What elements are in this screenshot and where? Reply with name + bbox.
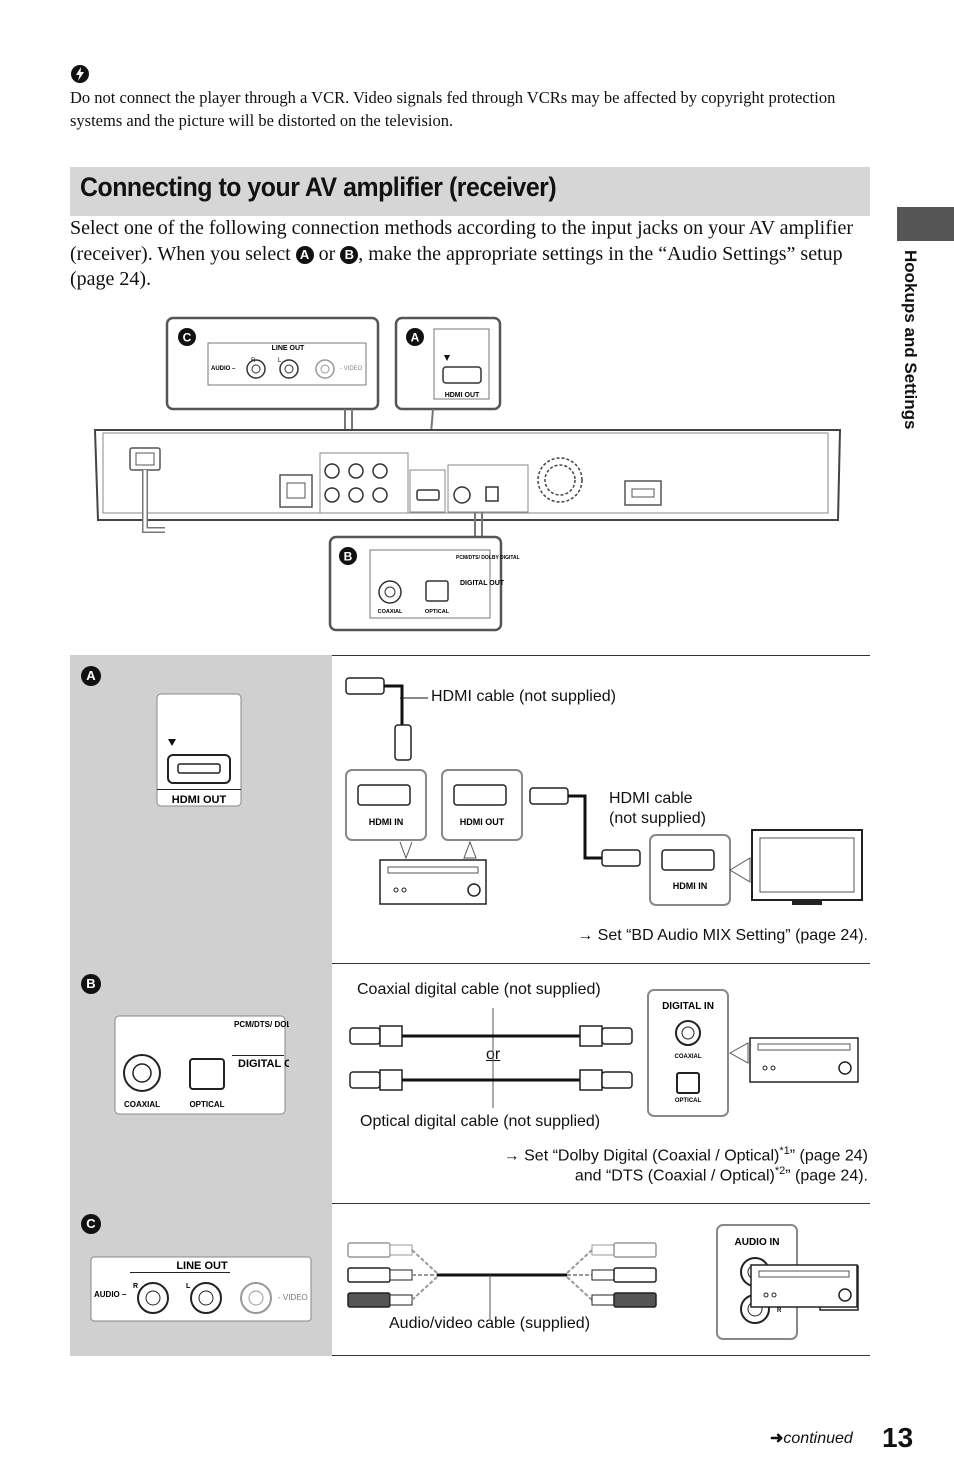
- svg-text:- VIDEO: - VIDEO: [340, 366, 363, 372]
- svg-text:AUDIO –: AUDIO –: [211, 366, 236, 372]
- row-b-setting-note-2: and “DTS (Coaxial / Optical)*2” (page 24…: [574, 1165, 868, 1185]
- svg-text:AUDIO –: AUDIO –: [94, 1290, 127, 1299]
- row-c-badge: C: [81, 1214, 101, 1234]
- mark-a: A: [295, 245, 314, 264]
- svg-text:COAXIAL: COAXIAL: [378, 609, 403, 615]
- row-divider: [70, 1203, 870, 1204]
- row-divider: [70, 963, 870, 964]
- row-b-badge: B: [81, 974, 101, 994]
- svg-text:L: L: [186, 1283, 191, 1290]
- row-b: B PCM/DTS/ DOLBY DIGITAL DIGITAL OUT COA…: [70, 963, 870, 1203]
- hdmi-out-jack-illustration: HDMI OUT: [156, 693, 242, 807]
- row-a-setting-note: → Set “BD Audio MIX Setting” (page 24).: [577, 927, 868, 944]
- intro-paragraph: Select one of the following connection m…: [70, 217, 853, 290]
- svg-text:COAXIAL: COAXIAL: [124, 1100, 160, 1109]
- svg-text:AUDIO IN: AUDIO IN: [735, 1237, 780, 1248]
- svg-text:HDMI OUT: HDMI OUT: [445, 392, 480, 399]
- optical-cable-label: Optical digital cable (not supplied): [360, 1113, 601, 1130]
- row-c-receiver-icon: [750, 1264, 858, 1308]
- svg-text:OPTICAL: OPTICAL: [189, 1100, 224, 1109]
- svg-text:R: R: [133, 1283, 138, 1290]
- row-a-connection-diagram: HDMI IN HDMI OUT HDMI IN: [345, 677, 863, 906]
- svg-text:OPTICAL: OPTICAL: [425, 609, 450, 615]
- svg-text:DIGITAL OUT: DIGITAL OUT: [238, 1058, 289, 1070]
- section-title: Connecting to your AV amplifier (receive…: [80, 172, 557, 202]
- row-b-connection-diagram: DIGITAL IN COAXIAL OPTICAL: [349, 989, 859, 1117]
- mark-b: B: [340, 245, 359, 264]
- svg-text:COAXIAL: COAXIAL: [675, 1054, 702, 1060]
- row-divider: [70, 655, 870, 656]
- note-icon: [71, 65, 89, 83]
- row-a: A HDMI OUT HDMI cable (not supplied) HDM…: [70, 655, 870, 963]
- svg-text:HDMI IN: HDMI IN: [673, 881, 708, 891]
- svg-text:PCM/DTS/ DOLBY DIGITAL: PCM/DTS/ DOLBY DIGITAL: [234, 1020, 289, 1029]
- side-tab-marker: [897, 207, 954, 241]
- svg-text:PCM/DTS/ DOLBY DIGITAL: PCM/DTS/ DOLBY DIGITAL: [456, 555, 520, 561]
- row-divider: [70, 1355, 870, 1356]
- section-heading-bar: [70, 167, 870, 216]
- row-b-setting-note-1: → Set “Dolby Digital (Coaxial / Optical)…: [503, 1145, 868, 1165]
- svg-text:HDMI OUT: HDMI OUT: [460, 817, 505, 827]
- row-a-badge: A: [81, 666, 101, 686]
- svg-text:HDMI IN: HDMI IN: [369, 817, 404, 827]
- hdmi-cable-label-1: HDMI cable (not supplied): [431, 688, 616, 705]
- arrow-right-icon: ➜: [770, 1430, 784, 1447]
- line-out-jacks-illustration: LINE OUT AUDIO – R L - VIDEO: [90, 1256, 312, 1322]
- svg-text:DIGITAL OUT: DIGITAL OUT: [460, 580, 505, 587]
- svg-text:B: B: [344, 550, 353, 564]
- coaxial-cable-label: Coaxial digital cable (not supplied): [357, 981, 601, 998]
- note-text: Do not connect the player through a VCR.…: [70, 88, 836, 130]
- svg-text:L: L: [278, 358, 282, 364]
- continued-indicator: ➜continued: [770, 1430, 853, 1447]
- side-tab-label: Hookups and Settings: [901, 250, 920, 430]
- page-number: 13: [882, 1422, 914, 1453]
- digital-out-jacks-illustration: PCM/DTS/ DOLBY DIGITAL DIGITAL OUT COAXI…: [114, 1015, 289, 1115]
- svg-text:OPTICAL: OPTICAL: [675, 1098, 702, 1104]
- svg-text:- VIDEO: - VIDEO: [278, 1293, 308, 1302]
- svg-text:DIGITAL IN: DIGITAL IN: [662, 1001, 714, 1012]
- svg-text:LINE OUT: LINE OUT: [176, 1260, 228, 1272]
- rear-panel-diagram: C LINE OUT AUDIO – R L - VIDEO A HDMI OU…: [93, 316, 842, 632]
- svg-text:HDMI OUT: HDMI OUT: [172, 794, 227, 806]
- svg-text:C: C: [183, 331, 192, 345]
- svg-text:A: A: [411, 331, 420, 345]
- av-cable-label: Audio/video cable (supplied): [389, 1315, 591, 1332]
- svg-text:R: R: [777, 1308, 782, 1314]
- svg-text:LINE OUT: LINE OUT: [272, 345, 305, 352]
- row-c: C LINE OUT AUDIO – R L - VIDEO AUDIO IN …: [70, 1203, 870, 1356]
- hdmi-cable-label-2: HDMI cable(not supplied): [609, 790, 706, 827]
